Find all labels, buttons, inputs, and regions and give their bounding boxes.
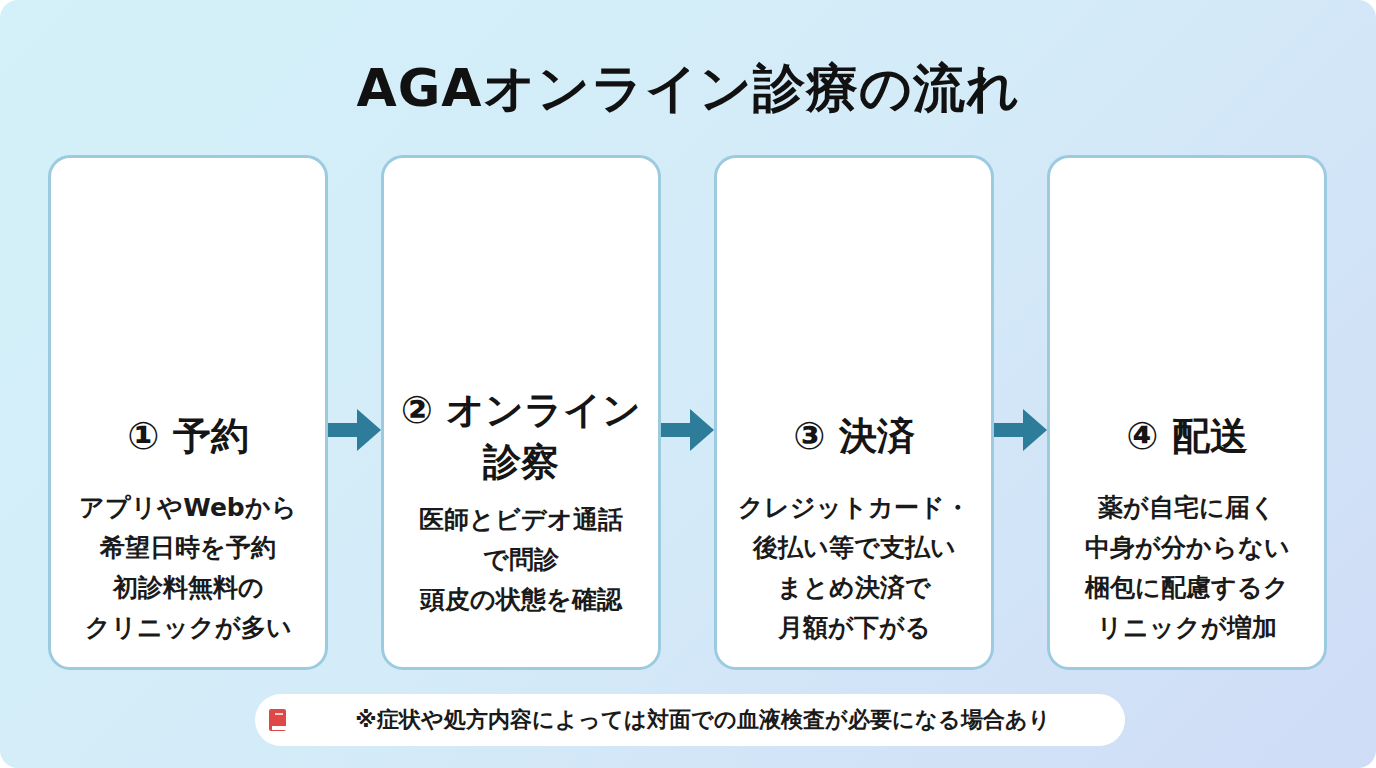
arrow-shaft [661,423,692,437]
step-description: 薬が自宅に届く 中身が分からない 梱包に配慮するク リニックが増加 [1056,488,1318,648]
note-pill: ※症状や処方内容によっては対面での血液検査が必要になる場合あり [255,694,1125,746]
step-description: アプリやWebから 希望日時を予約 初診料無料の クリニックが多い [57,488,319,648]
step-heading: ① 予約 [51,410,325,462]
step-card: ② オンライン 診察医師とビデオ通話 で問診 頭皮の状態を確認 [381,155,661,670]
step-heading: ③ 決済 [717,410,991,462]
diagram-title: AGAオンライン診療の流れ [0,48,1376,128]
book-icon-part [275,713,283,715]
book-icon-part [272,726,286,730]
note-text: ※症状や処方内容によっては対面での血液検査が必要になる場合あり [355,705,1050,735]
step-heading: ④ 配送 [1050,410,1324,462]
step-card: ① 予約アプリやWebから 希望日時を予約 初診料無料の クリニックが多い [48,155,328,670]
arrow-shaft [328,423,359,437]
step-card: ③ 決済クレジットカード・ 後払い等で支払い まとめ決済で 月額が下がる [714,155,994,670]
arrow-head [690,409,714,451]
book-icon-part [269,709,286,731]
arrow-head [1023,409,1047,451]
flow-arrow [661,409,714,451]
flow-arrow [994,409,1047,451]
book-icon [267,707,289,733]
step-description: クレジットカード・ 後払い等で支払い まとめ決済で 月額が下がる [723,488,985,648]
step-heading: ② オンライン 診察 [384,384,658,488]
flow-arrow [328,409,381,451]
arrow-shaft [994,423,1025,437]
step-card: ④ 配送薬が自宅に届く 中身が分からない 梱包に配慮するク リニックが増加 [1047,155,1327,670]
arrow-head [357,409,381,451]
step-description: 医師とビデオ通話 で問診 頭皮の状態を確認 [390,500,652,620]
